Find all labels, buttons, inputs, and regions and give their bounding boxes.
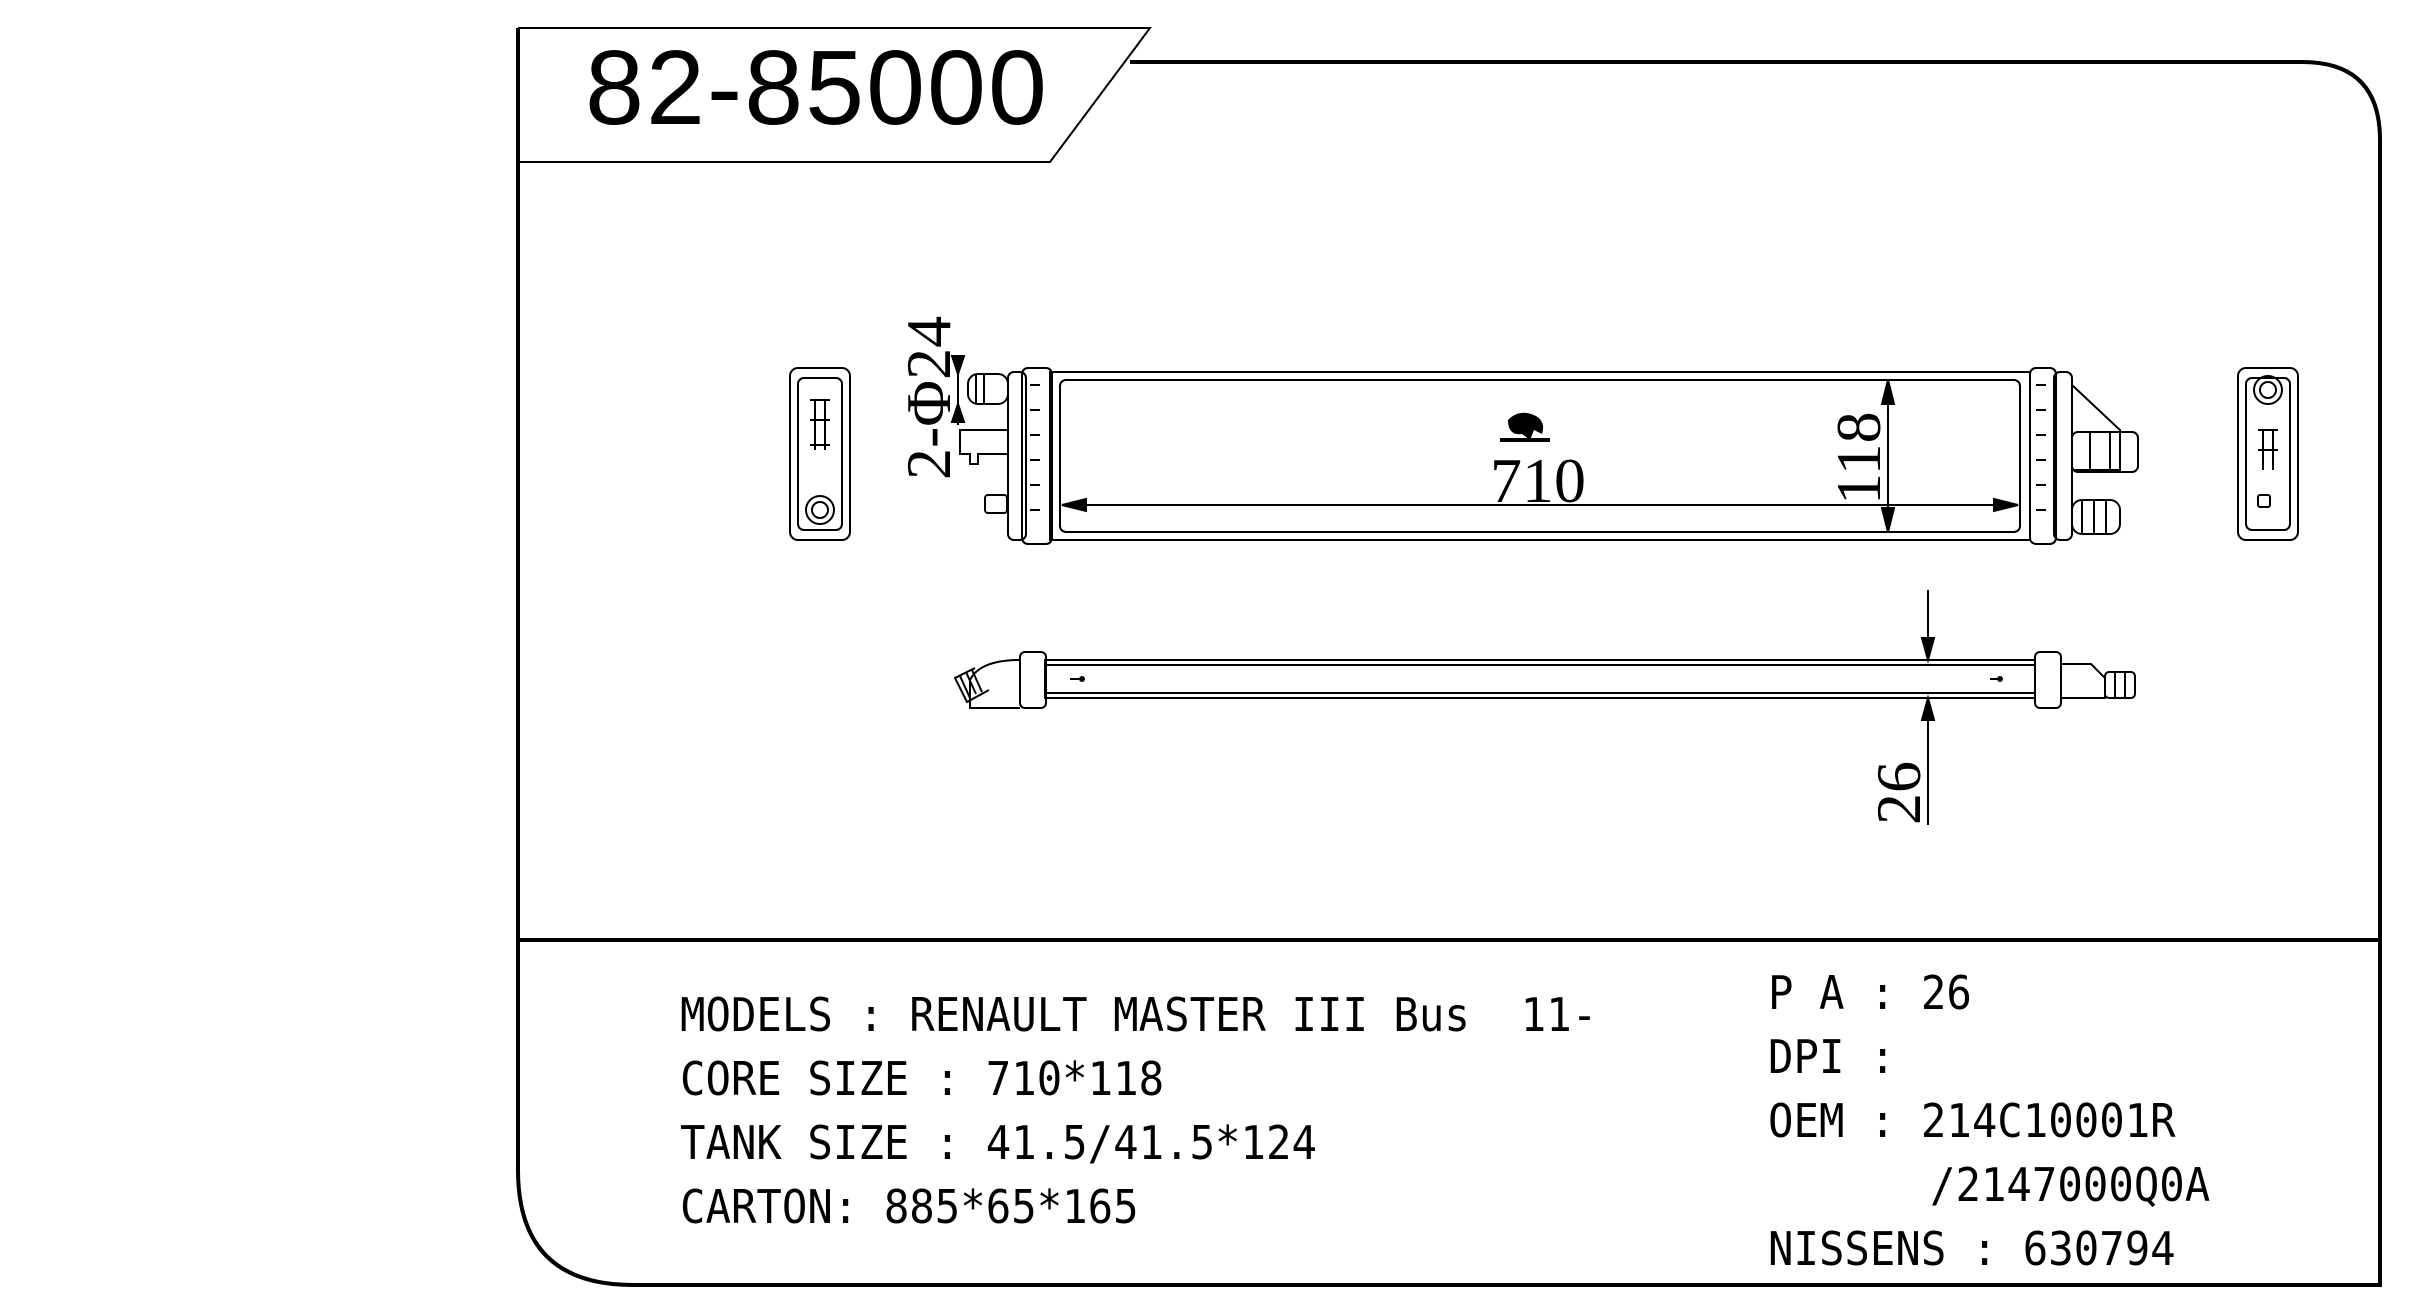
left-inlet-ribs [975,374,985,404]
right-outlet-bracket [2071,384,2121,471]
left-lug [984,494,1008,514]
right-tank [2029,367,2057,545]
nissens-line: NISSENS : 630794 [1768,1222,2176,1276]
pa-line: P A : 26 [1768,966,1972,1020]
height-dimension [1880,379,1896,533]
oem-line: OEM : 214C10001R [1768,1094,2176,1148]
left-bracket [959,429,1009,465]
drawing-frame [516,28,2382,1287]
brand-logo [1500,412,1550,442]
right-side-pipe [2071,431,2139,473]
thickness-dimension [1920,590,1936,825]
radiator-front-view [959,367,2139,545]
right-outlet-pipe [2071,499,2121,535]
radiator-top-view [953,651,2136,709]
thickness-label: 26 [1863,761,1934,825]
dpi-line: DPI : [1768,1030,1896,1084]
part-number: 82-85000 [585,29,1049,147]
right-side-pipe-ribs [2089,432,2111,472]
inlet-dimension [950,355,966,425]
tank-size-line: TANK SIZE : 41.5/41.5*124 [680,1116,1317,1170]
models-line: MODELS : RENAULT MASTER III Bus 11- [680,988,1598,1042]
width-dimension [1061,497,2019,513]
left-tank-clips [1030,384,1040,511]
right-side-view [2237,367,2299,541]
title-tab [518,27,1152,163]
carton-line: CARTON: 885*65*165 [680,1180,1139,1234]
height-label: 118 [1823,411,1894,505]
left-tank [1021,367,1053,545]
core-size-line: CORE SIZE : 710*118 [680,1052,1165,1106]
inlet-label: 2-Φ24 [893,316,964,480]
left-side-view [789,367,851,541]
oem-line-2: /2147000Q0A [1930,1158,2211,1212]
radiator-core-inner [1059,379,2021,533]
right-outlet-ribs [2081,500,2107,534]
left-inlet-pipe [967,373,1009,405]
left-tank-end [1007,371,1027,541]
right-tank-clips [2036,384,2046,511]
width-label: 710 [1490,445,1586,516]
